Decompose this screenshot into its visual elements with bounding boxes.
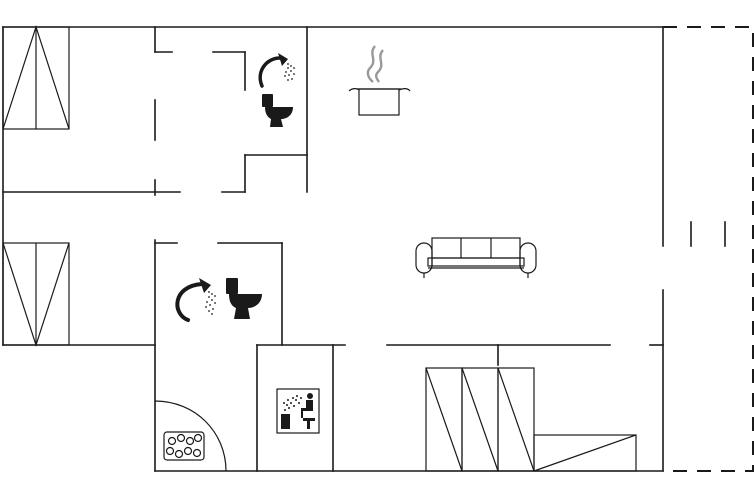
bed-icon (425, 367, 535, 472)
shower-icon (175, 278, 216, 322)
shower-icon (258, 53, 295, 88)
covered-terrace (663, 26, 754, 472)
toilet-icon (262, 94, 293, 127)
sauna-icon (276, 388, 320, 434)
bed-icon (533, 434, 637, 472)
interior-walls (2, 26, 664, 472)
bed-icon (2, 242, 70, 347)
bed-icon (2, 25, 70, 130)
sofa-icon (415, 237, 537, 278)
toilet-icon (226, 278, 262, 319)
cooking-pot-icon (348, 45, 411, 116)
whirlpool-icon (154, 400, 227, 472)
